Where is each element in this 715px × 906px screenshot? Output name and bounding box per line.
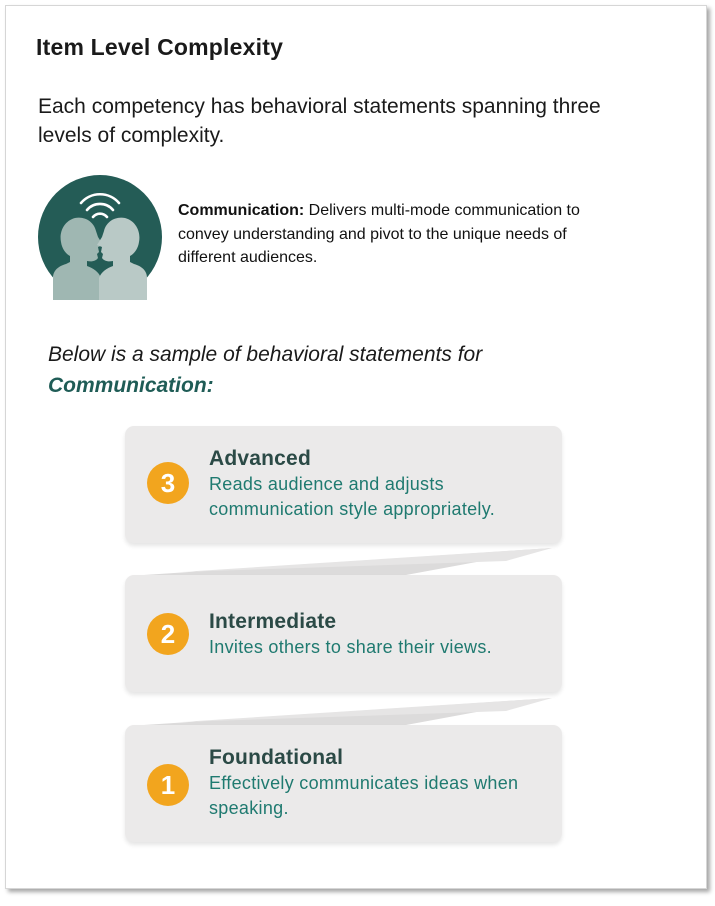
level-number-badge: 2 (147, 613, 189, 655)
level-card-advanced: 3 Advanced Reads audience and adjusts co… (125, 426, 562, 543)
sample-heading: Below is a sample of behavioral statemen… (48, 339, 608, 401)
level-name: Foundational (209, 746, 344, 769)
level-number-badge: 3 (147, 462, 189, 504)
level-name: Advanced (209, 447, 311, 470)
competency-name: Communication: (178, 202, 305, 219)
level-name: Intermediate (209, 610, 337, 633)
sample-lead: Below is a sample of behavioral statemen… (48, 343, 483, 366)
level-number-badge: 1 (147, 764, 189, 806)
intro-text: Each competency has behavioral statement… (38, 95, 601, 147)
competency-description: Delivers multi-mode communication to con… (178, 202, 580, 266)
connector-2-1 (144, 698, 552, 725)
level-card-foundational: 1 Foundational Effectively communicates … (125, 725, 562, 842)
sample-competency: Communication: (48, 374, 214, 397)
level-statement: Effectively communicates ideas when spea… (209, 773, 519, 818)
connector-3-2 (144, 548, 552, 575)
connector-2-1-shadow (181, 698, 552, 722)
level-card-intermediate: 2 Intermediate Invites others to share t… (125, 575, 562, 692)
competency-definition: Communication: Delivers multi-mode commu… (178, 199, 618, 270)
slide-frame: Item Level Complexity Each competency ha… (5, 5, 707, 889)
page-title: Item Level Complexity (36, 34, 284, 60)
level-statement: Invites others to share their views. (209, 637, 492, 657)
level-statement: Reads audience and adjusts communication… (209, 474, 495, 519)
communication-icon (37, 174, 163, 300)
connector-3-2-shadow (181, 548, 552, 572)
